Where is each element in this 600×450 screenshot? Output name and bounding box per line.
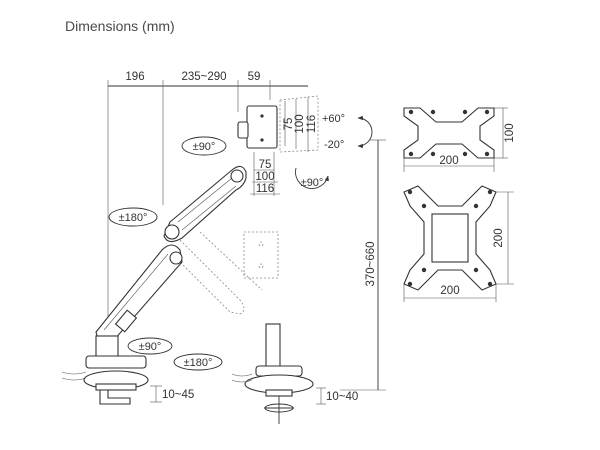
base-swivel-right-label: ±180° bbox=[184, 357, 213, 369]
vesa-bottom-75: 75 bbox=[259, 159, 272, 171]
clamp-base-left bbox=[61, 335, 149, 405]
head-swivel-indicator: ±90° bbox=[181, 136, 227, 156]
grommet-range: 10~40 bbox=[316, 387, 358, 405]
vesa-bottom-100: 100 bbox=[255, 171, 274, 183]
vesa-head: 75 100 116 75 100 116 bbox=[237, 95, 319, 196]
arm-swivel-indicator: ±180° bbox=[108, 207, 158, 227]
head-swivel-label: ±90° bbox=[193, 141, 216, 153]
grommet-range-label: 10~40 bbox=[326, 391, 358, 403]
head-rotate-label: ±90° bbox=[301, 177, 324, 189]
vesa-plate-200x100: 100 200 bbox=[403, 107, 516, 172]
vesa-side-116: 116 bbox=[306, 115, 318, 133]
clamp-range-left-label: 10~45 bbox=[162, 389, 194, 401]
height-range-dimension: 370~660 bbox=[340, 139, 386, 391]
top-dimension-chain: 196 235~290 59 bbox=[107, 71, 308, 330]
vesa-plate-200x200: 200 200 bbox=[403, 185, 514, 302]
dim-arm-base: 196 bbox=[125, 71, 144, 83]
tilt-up-label: +60° bbox=[322, 113, 345, 125]
upper-arm bbox=[163, 165, 247, 243]
plate-top-height-label: 100 bbox=[504, 123, 516, 142]
vesa-bottom-116: 116 bbox=[256, 183, 274, 195]
ghost-arm bbox=[169, 231, 279, 315]
vesa-side-100: 100 bbox=[294, 114, 306, 133]
arm-swivel-label: ±180° bbox=[119, 212, 148, 224]
diagram-title: Dimensions (mm) bbox=[65, 18, 175, 34]
vesa-side-75: 75 bbox=[283, 118, 295, 131]
plate-top-width-label: 200 bbox=[439, 155, 458, 167]
height-range-label: 370~660 bbox=[365, 241, 377, 286]
lower-arm bbox=[95, 244, 183, 344]
head-rotate-indicator: ±90° bbox=[295, 167, 329, 189]
dim-arm-extension: 235~290 bbox=[181, 71, 226, 83]
clamp-range-left: 10~45 bbox=[150, 385, 194, 403]
dim-head-offset: 59 bbox=[248, 71, 261, 83]
grommet-base bbox=[231, 323, 314, 424]
tilt-down-label: -20° bbox=[324, 139, 344, 151]
base-swivel-left-indicator: ±90° bbox=[127, 337, 173, 355]
tilt-indicator: +60° -20° bbox=[322, 113, 373, 151]
plate-bottom-height-label: 200 bbox=[493, 228, 505, 247]
plate-bottom-width-label: 200 bbox=[440, 285, 459, 297]
base-swivel-right-indicator: ±180° bbox=[173, 353, 223, 371]
base-swivel-left-label: ±90° bbox=[139, 341, 162, 353]
